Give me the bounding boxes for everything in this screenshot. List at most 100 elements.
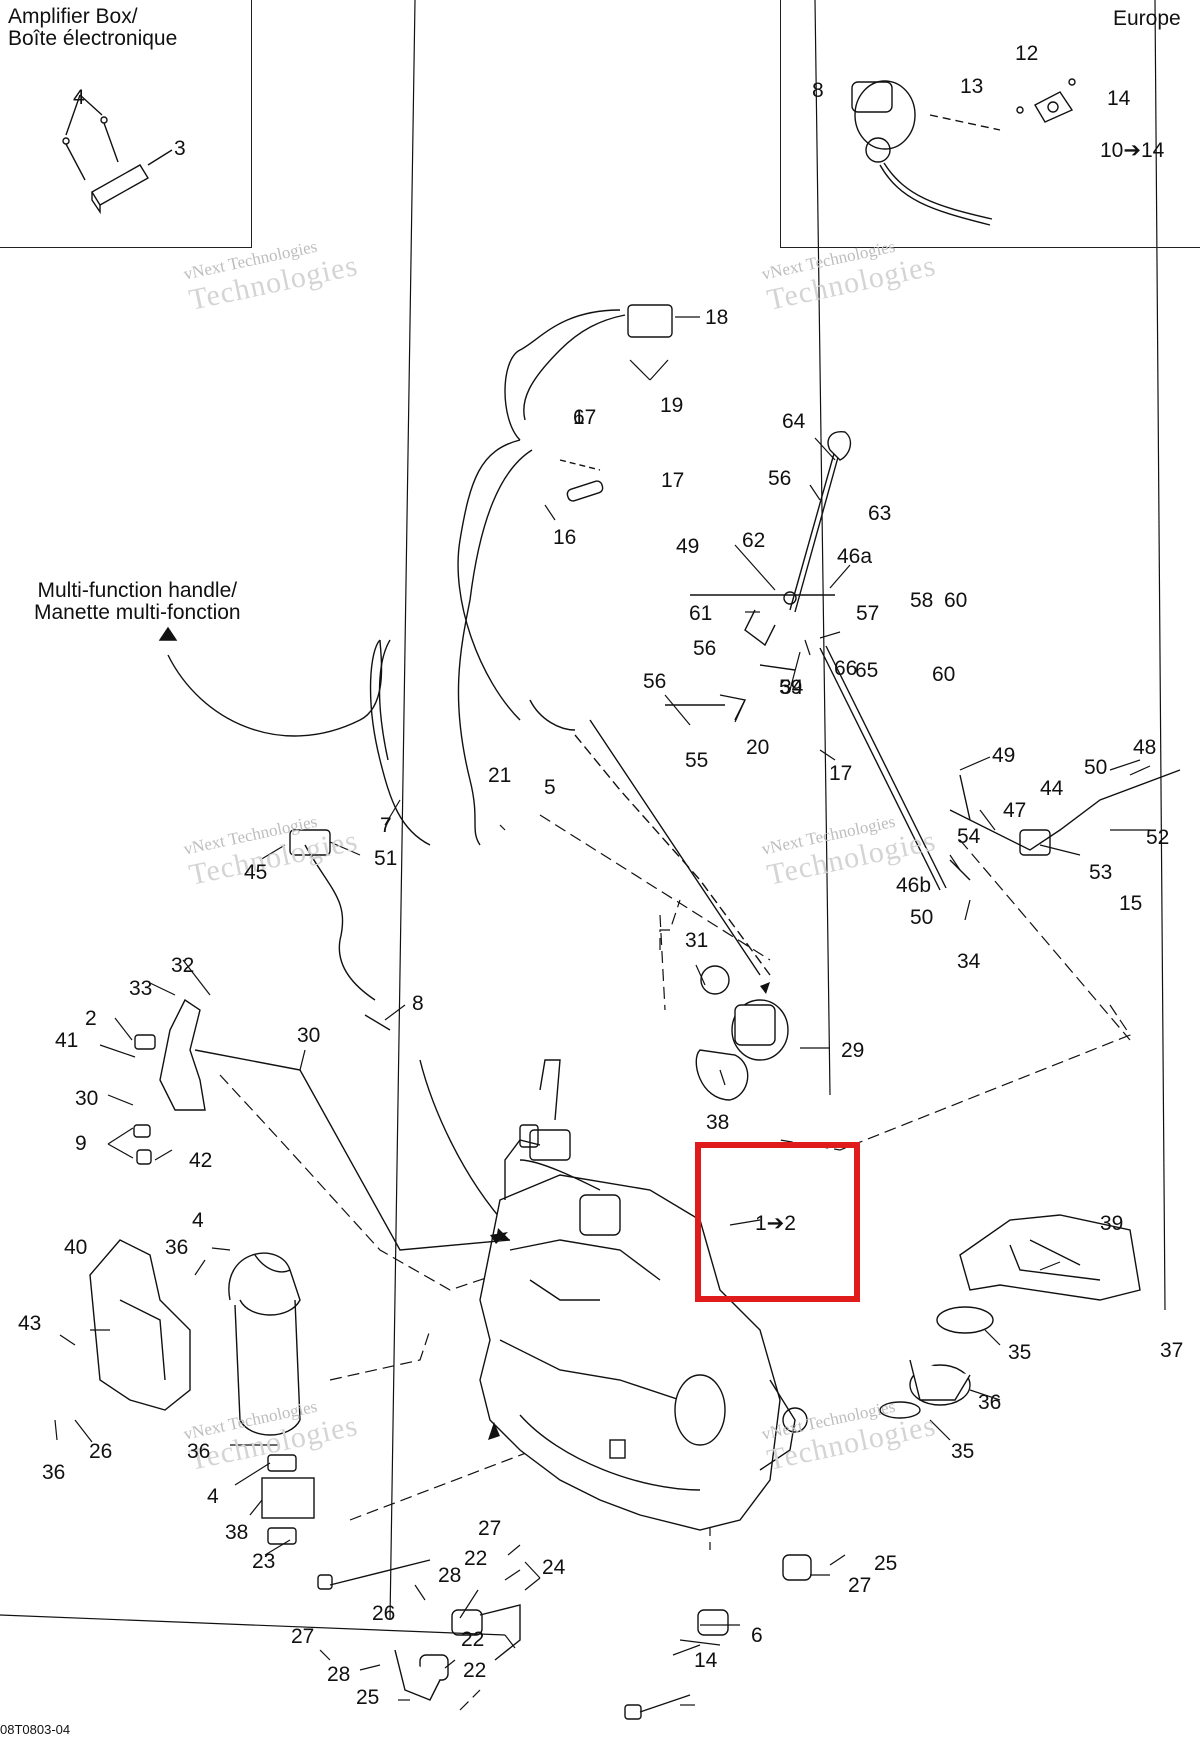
part-label: 28 (327, 1663, 351, 1686)
part-label: 22 (463, 1659, 487, 1682)
part-label: 38 (225, 1521, 249, 1544)
part-label: 7 (380, 814, 392, 837)
part-label: 14 (694, 1649, 718, 1672)
highlight-box (695, 1142, 860, 1302)
part-label: 63 (868, 502, 892, 525)
part-label: 9 (75, 1132, 87, 1155)
part-label: 35 (1008, 1341, 1032, 1364)
part-label: 4 (192, 1209, 204, 1232)
part-label: 24 (542, 1556, 566, 1579)
part-label: 18 (705, 306, 729, 329)
part-label: 27 (291, 1625, 315, 1648)
part-label: 6 (573, 406, 585, 429)
engine-bracket (133, 998, 301, 1165)
part-label: 64 (782, 410, 806, 433)
part-label: 36 (978, 1391, 1002, 1414)
part-label: 65 (855, 659, 879, 682)
part-label: 27 (478, 1517, 502, 1540)
part-label: 17 (573, 406, 597, 429)
multi-function-line1: Multi-function handle/ (37, 579, 238, 602)
leader-lines (0, 0, 1166, 1706)
part-label: 31 (685, 929, 709, 952)
part-label: 14 (1107, 87, 1131, 110)
part-label: 59 (779, 676, 803, 699)
part-label: 50 (1084, 756, 1108, 779)
part-label: 27 (848, 1574, 872, 1597)
part-label: 41 (55, 1029, 79, 1052)
part-label: 56 (768, 467, 792, 490)
amplifier-box-title: Amplifier Box/ Boîte électronique (8, 5, 178, 51)
part-label: 30 (297, 1024, 321, 1047)
part-label: 39 (1100, 1212, 1124, 1235)
part-label: 30 (75, 1087, 99, 1110)
multi-function-handle-label: Multi-function handle/ Manette multi-fon… (34, 579, 241, 625)
part-label: 61 (689, 602, 713, 625)
boots-and-clamps (879, 1306, 994, 1419)
part-label: 17 (661, 469, 685, 492)
part-label: 43 (18, 1312, 42, 1335)
part-label: 51 (374, 847, 398, 870)
part-label: 25 (874, 1552, 898, 1575)
part-label: 2 (85, 1007, 97, 1030)
part-label: 56 (643, 670, 667, 693)
europe-title: Europe (1113, 7, 1181, 30)
part-label: 56 (693, 637, 717, 660)
amplifier-box-part (62, 94, 173, 215)
part-label: 62 (742, 529, 766, 552)
part-label: 54 (957, 825, 981, 848)
amplifier-title-line2: Boîte électronique (8, 27, 178, 51)
part-label: 3 (174, 137, 186, 160)
part-label: 22 (461, 1628, 485, 1651)
part-label: 44 (1040, 777, 1064, 800)
part-label: 49 (676, 535, 700, 558)
part-label: 45 (244, 861, 268, 884)
heat-shield (89, 1239, 191, 1411)
part-label: 60 (944, 589, 968, 612)
part-label: 25 (356, 1686, 380, 1709)
europe-inset (780, 0, 1200, 248)
part-label: 4 (207, 1485, 219, 1508)
part-label: 53 (1089, 861, 1113, 884)
part-label: 66 (834, 657, 858, 680)
part-label: 32 (171, 954, 195, 977)
shift-linkage (665, 431, 1181, 891)
part-label: 42 (189, 1149, 213, 1172)
part-label: 46b (896, 874, 932, 897)
part-label: 46a (837, 545, 873, 568)
part-label: 35 (951, 1440, 975, 1463)
part-label: 36 (165, 1236, 189, 1259)
part-label: 40 (64, 1236, 88, 1259)
part-label: 47 (1003, 799, 1027, 822)
engine-mounts (317, 1554, 812, 1720)
part-label: 38 (706, 1111, 730, 1134)
drawing-code: 08T0803-04 (0, 1722, 71, 1737)
part-label: 57 (856, 602, 880, 625)
part-label: 37 (1160, 1339, 1184, 1362)
part-label: 28 (438, 1564, 462, 1587)
part-label: 36 (187, 1440, 211, 1463)
part-label: 58 (910, 589, 934, 612)
amplifier-title-line1: Amplifier Box/ (8, 5, 138, 28)
part-label: 16 (553, 526, 577, 549)
part-label: 23 (252, 1550, 276, 1573)
part-label: 20 (746, 736, 770, 759)
part-label: 10➔14 (1100, 139, 1165, 162)
part-label: 21 (488, 764, 512, 787)
europe-carburetor-part (851, 78, 1076, 226)
part-label: 60 (932, 663, 956, 686)
part-label: 34 (780, 676, 804, 699)
part-label: 33 (129, 977, 153, 1000)
part-label: 12 (1015, 42, 1039, 65)
part-label: 15 (1119, 892, 1143, 915)
part-label: 8 (412, 992, 424, 1015)
part-label: 36 (42, 1461, 66, 1484)
part-label: 52 (1146, 826, 1170, 849)
part-label: 49 (992, 744, 1016, 767)
part-label: 22 (464, 1547, 488, 1570)
highlight-label: 1➔2 (755, 1212, 796, 1235)
part-label: 55 (685, 749, 709, 772)
part-label: 26 (372, 1602, 396, 1625)
multi-function-line2: Manette multi-fonction (34, 601, 241, 625)
